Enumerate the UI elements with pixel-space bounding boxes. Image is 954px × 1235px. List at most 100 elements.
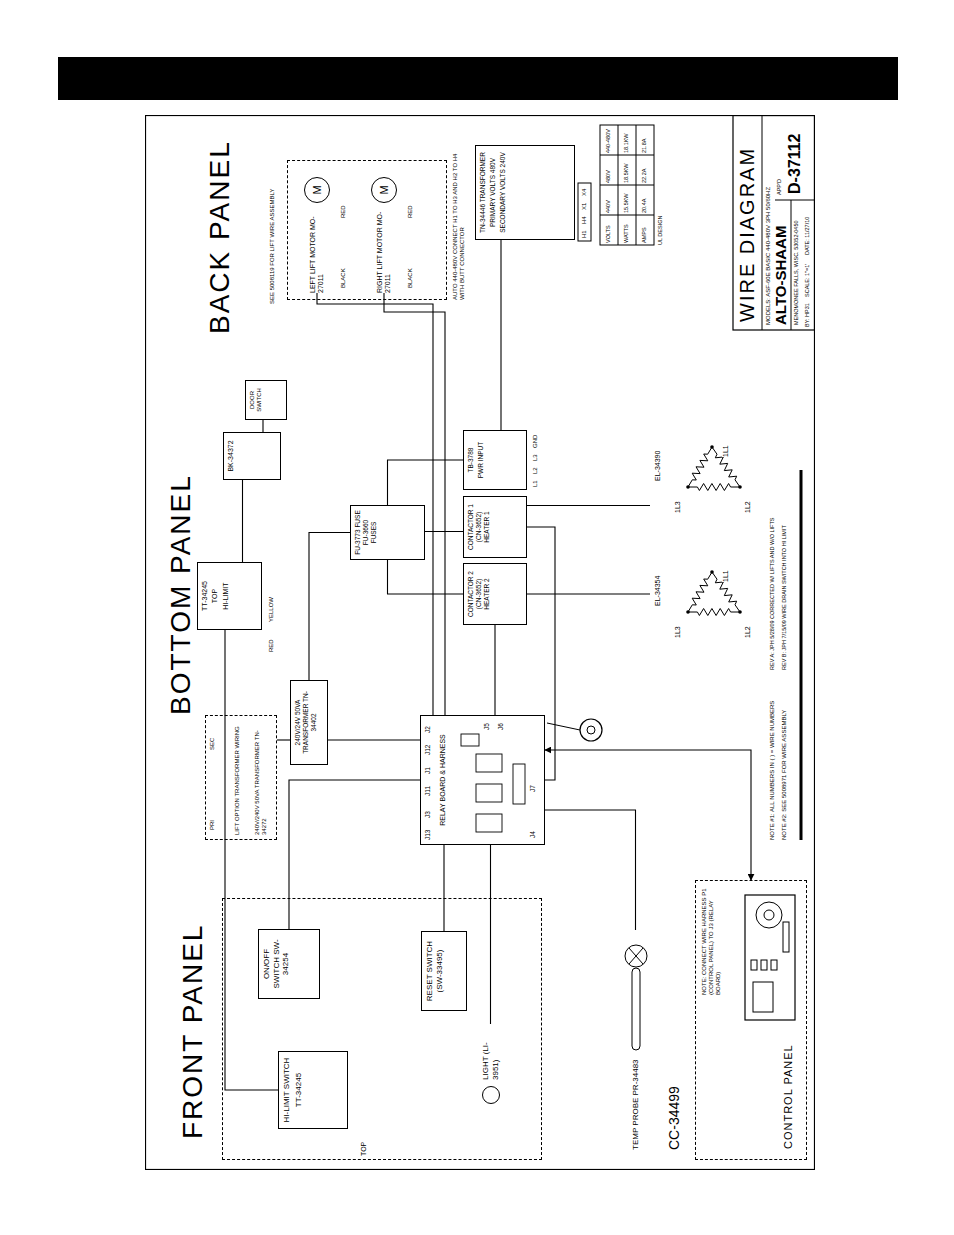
probe-head	[625, 945, 647, 967]
label-holder: PRI	[209, 820, 216, 830]
probe-drawing	[621, 940, 651, 1052]
terminal-strip	[578, 183, 591, 241]
part-label: SECONDARY VOLTS 240V	[499, 149, 507, 236]
probe-detail	[629, 948, 643, 964]
wire-color: BLACK	[407, 268, 414, 288]
terminal-label: EL-34390	[654, 451, 662, 481]
board-part	[783, 922, 789, 952]
winding-label: PRI	[209, 820, 216, 830]
jack-label: J2	[424, 726, 431, 733]
table-rule	[618, 125, 619, 245]
label-holder: 480V	[605, 170, 611, 183]
wire-connector	[500, 240, 501, 430]
note-text: AUTO 440-480V CONNECT H1 TO H3 AND H2 TO…	[452, 150, 466, 300]
region-heading: LIFT OPTION TRANSFORMER WIRING	[234, 720, 241, 835]
table-cell: 18.5KW	[623, 163, 629, 183]
part-label: RELAY BOARD & HARNESS	[439, 719, 447, 841]
part-label: TB-3788	[467, 434, 475, 486]
table-cell: 22.2A	[641, 169, 647, 183]
terminal-block: BK-34372	[223, 432, 281, 480]
drawing-title: WIRE DIAGRAM	[736, 147, 759, 322]
label-holder: ALTO-SHAAM	[772, 226, 789, 325]
table-cell: 440-480V	[605, 129, 611, 153]
heater-coil	[688, 447, 712, 487]
switch-box: DOOR SWITCH	[245, 380, 287, 420]
note-text: NOTE #1: ALL NUMBERS IN ( ) = WIRE NUMBE…	[769, 701, 776, 840]
jack-label: J1	[424, 767, 431, 774]
label-holder: CC-34499	[666, 1086, 682, 1150]
label-holder: YELLOW	[268, 597, 275, 622]
winding-label: SEC	[209, 738, 216, 750]
jack-label: J6	[497, 723, 504, 730]
label-holder: AUTO 440-480V CONNECT H1 TO H3 AND H2 TO…	[452, 150, 466, 300]
coil-junction	[738, 485, 742, 489]
board-part	[753, 982, 773, 1012]
label-holder: 440V	[605, 200, 611, 213]
label-holder: J2	[424, 726, 431, 733]
motor-mark: M	[312, 185, 323, 194]
label-holder: D-37112	[786, 134, 804, 195]
temp-probe: TEMP PROBE PR-34483	[613, 930, 658, 1150]
table-cell: 15.5KW	[623, 193, 629, 213]
label-holder: J12	[424, 745, 431, 755]
text-holder: 1L2	[744, 501, 752, 513]
terminal-label: 1L2	[744, 501, 752, 513]
label-holder: J3	[424, 811, 431, 818]
rating-table	[600, 125, 654, 245]
label-holder: RED	[340, 205, 347, 218]
table-rule	[600, 215, 654, 216]
terminal-label: 1L2	[744, 626, 752, 638]
label-holder: J6	[497, 723, 504, 730]
terminal-label: X1	[581, 203, 588, 210]
part-label: DOOR SWITCH	[249, 384, 263, 416]
company-name: ALTO-SHAAM	[772, 226, 789, 325]
contactor-box: CONTACTOR 2 (CN-3652) HEATER 2	[463, 563, 527, 625]
title-block	[733, 116, 815, 331]
wire-connector	[277, 739, 290, 740]
heater-coil	[688, 609, 740, 616]
relay-part	[461, 734, 479, 746]
label-holder: SCALE: 1"=1'	[804, 264, 810, 297]
coil-junction	[710, 445, 714, 449]
label-holder: L1	[532, 480, 539, 487]
title-block-text: DATE: 11/27/10	[804, 217, 810, 255]
motor-lead	[547, 723, 580, 730]
title-block-text: APP'D	[776, 179, 782, 195]
title-block-text: BY: HP31	[804, 303, 810, 327]
region-heading: FRONT PANEL	[177, 924, 209, 1139]
terminal-label: 1L1	[722, 570, 730, 582]
part-label: TEMP PROBE PR-34483	[631, 1058, 641, 1150]
bold-rule	[800, 470, 803, 840]
label-holder: J13	[424, 830, 431, 840]
sheet-frame	[146, 116, 815, 1170]
transformer-box: 240V/24V 50VA TRANSFORMER TN-34402	[290, 680, 328, 765]
label-holder: APP'D	[776, 179, 782, 195]
text-holder: 1L1	[722, 570, 730, 582]
text-holder: BACK PANEL	[204, 140, 236, 334]
label-holder: RED	[268, 639, 275, 652]
label-holder: AMPS	[641, 227, 647, 243]
label-holder: BLACK	[407, 268, 414, 288]
jack-label: J7	[529, 785, 536, 792]
title-block-rule	[775, 200, 815, 201]
panel-region: BACK PANELLEFT LIFT MOTOR MO-27011MRIGHT…	[287, 160, 447, 300]
region-heading: 240V/240V 50VA TRANSFORMER TN-34272	[254, 720, 268, 835]
title-block-rule	[762, 115, 763, 330]
label-holder: 22.2A	[641, 169, 647, 183]
text-holder: FRONT PANEL	[177, 924, 209, 1139]
probe-detail	[629, 948, 643, 964]
table-rule	[600, 155, 654, 156]
label-holder: RED	[407, 205, 414, 218]
note-text: NOTE: CONNECT WIRE HARNESS P1 (CONTROL P…	[701, 887, 722, 995]
label-holder: GND	[532, 435, 539, 448]
wire-connector	[527, 593, 650, 594]
switch-box: ON/OFF SWITCH SW-34254	[258, 929, 320, 999]
motor-mark: M	[379, 185, 390, 194]
text-holder: LIFT OPTION TRANSFORMER WIRING	[234, 720, 241, 835]
part-label: LIGHT (LI-3951)	[481, 1025, 500, 1080]
terminal-block: TB-3788PWR INPUT	[463, 430, 527, 490]
part-label: RIGHT LIFT MOTOR MO-27011	[376, 211, 393, 293]
label-holder: J1	[424, 767, 431, 774]
wire-connector	[388, 460, 464, 505]
label-holder: 20.4A	[641, 199, 647, 213]
